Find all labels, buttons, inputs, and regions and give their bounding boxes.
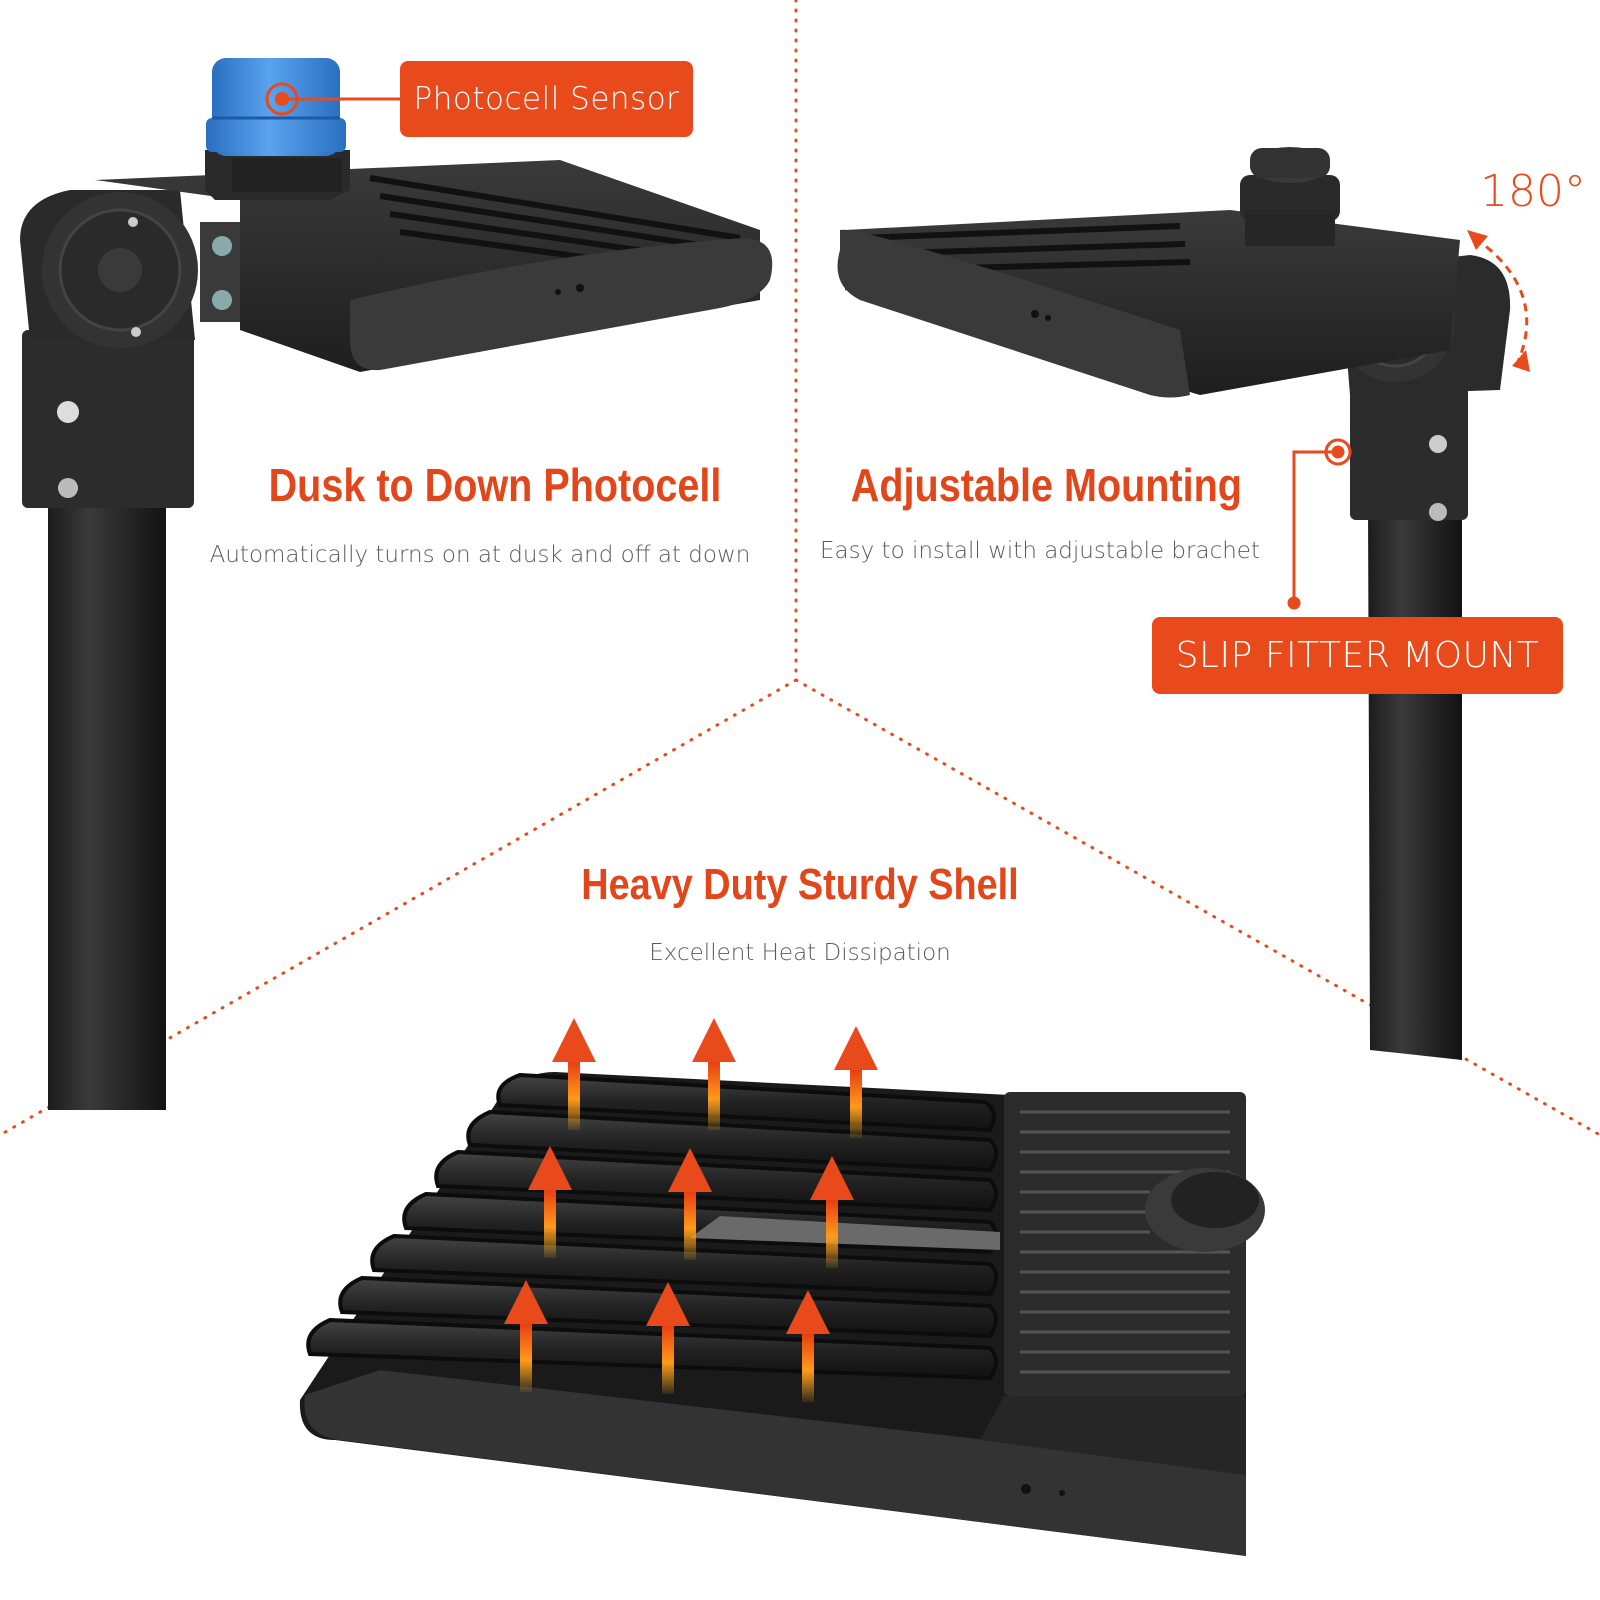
feature-title-adjustable: Adjustable Mounting [850, 459, 1242, 511]
rotation-arc-arrow-icon [1467, 230, 1530, 372]
slip-fitter-mount-callout: SLIP FITTER MOUNT [1152, 617, 1563, 694]
left-fixture-illustration [20, 58, 773, 1110]
dotted-dividers [0, 0, 1600, 1137]
feature-subtitle-shell: Excellent Heat Dissipation [649, 940, 951, 966]
right-fixture-illustration [837, 147, 1511, 1060]
rotation-angle-label: 180° [1480, 166, 1586, 217]
slip-fitter-leader [1287, 438, 1352, 610]
feature-title-dusk: Dusk to Down Photocell [268, 459, 722, 511]
slip-fitter-mount-label: SLIP FITTER MOUNT [1175, 635, 1540, 676]
feature-title-shell: Heavy Duty Sturdy Shell [581, 860, 1019, 909]
photocell-leader [265, 82, 400, 116]
photocell-sensor-label: Photocell Sensor [413, 81, 680, 117]
bottom-fixture-illustration [299, 1072, 1265, 1556]
feature-subtitle-dusk: Automatically turns on at dusk and off a… [209, 542, 751, 568]
feature-subtitle-adjustable: Easy to install with adjustable brachet [820, 538, 1260, 564]
photocell-sensor-callout: Photocell Sensor [400, 61, 693, 137]
